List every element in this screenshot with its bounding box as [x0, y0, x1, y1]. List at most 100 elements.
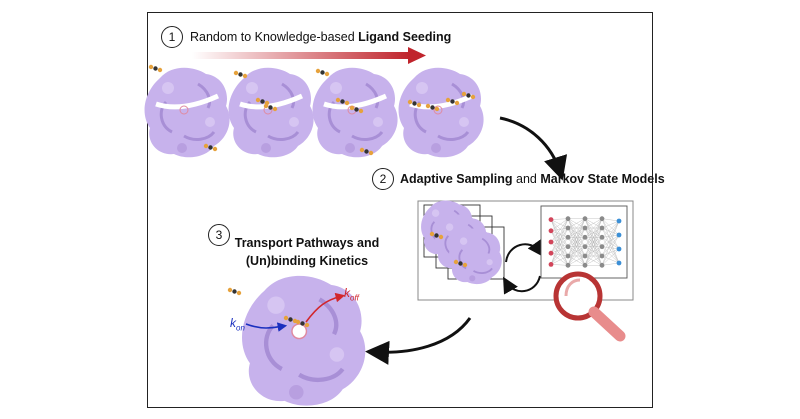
nn-connection [601, 246, 620, 250]
nn-connection [584, 227, 603, 266]
nn-connection [601, 262, 620, 266]
nn-connection [550, 227, 569, 254]
nn-connection [601, 218, 620, 236]
nn-connection [584, 218, 603, 247]
nn-connection [601, 234, 620, 257]
nn-node [599, 262, 605, 268]
nn-connection [550, 237, 569, 254]
nn-node [548, 262, 554, 267]
seeding-gradient-arrow [192, 47, 426, 64]
nn-node [616, 260, 622, 266]
nn-connection [601, 220, 620, 238]
nn-connection [567, 218, 586, 238]
nn-connection [550, 218, 569, 254]
nn-connection [567, 227, 586, 266]
nn-connection [550, 241, 569, 247]
step-1-label-plain: Random to Knowledge-based [190, 30, 359, 44]
nn-node [582, 262, 588, 268]
flow-arrow-1-to-2 [499, 116, 568, 181]
nn-node [565, 234, 571, 240]
nn-node [599, 225, 605, 231]
nn-connection [601, 220, 620, 247]
nn-connection [550, 241, 569, 266]
nn-connection [601, 255, 620, 264]
nn-connection [550, 246, 569, 254]
step-3-number: 3 [215, 228, 223, 242]
step-2-label-plain: and [512, 172, 541, 186]
nn-connection [567, 246, 586, 266]
nn-connection [601, 218, 620, 222]
step-2-label-bold-1: Adaptive Sampling [400, 172, 513, 186]
nn-connection [567, 255, 586, 266]
nn-connection [584, 218, 603, 266]
nn-connection [567, 218, 586, 247]
nn-connection [601, 246, 620, 264]
nn-node [582, 234, 588, 240]
nn-connection [550, 253, 569, 257]
nn-connection [550, 255, 569, 265]
flow-arrow-2-to-3 [365, 317, 472, 365]
nn-connection [550, 218, 569, 231]
nn-connection [550, 218, 569, 243]
nn-connection [567, 218, 586, 229]
nn-connection [601, 234, 620, 238]
kon-label: kon [230, 316, 245, 333]
nn-node [616, 218, 622, 224]
nn-connection [550, 227, 569, 243]
step-1-label: Random to Knowledge-based Ligand Seeding [190, 30, 451, 44]
step-2-label: Adaptive Sampling and Markov State Model… [400, 172, 665, 186]
nn-node [616, 246, 622, 252]
nn-node [582, 216, 588, 222]
nn-node [548, 217, 554, 223]
nn-connection [550, 230, 569, 266]
ligand-molecule [227, 287, 242, 296]
nn-connection [584, 218, 603, 238]
magnifier-icon [553, 271, 626, 342]
step-3-badge: 3 [208, 224, 230, 246]
nn-connection [601, 220, 620, 266]
nn-connection [550, 253, 569, 266]
protein-seeding-2 [227, 66, 316, 159]
nn-connection [584, 218, 603, 229]
nn-connection [550, 218, 569, 265]
neural-network-graphic [548, 216, 622, 268]
step-1-badge: 1 [161, 26, 183, 48]
nn-node [548, 250, 554, 256]
nn-connection [601, 220, 620, 229]
nn-connection [601, 234, 620, 266]
nn-connection [601, 227, 620, 236]
ligand-molecule [315, 68, 330, 77]
nn-node [548, 239, 554, 245]
koff-label: koff [344, 286, 359, 303]
sampling-msm-panel [417, 199, 634, 342]
nn-connection [550, 230, 569, 238]
nn-connection [567, 218, 586, 257]
nn-connection [584, 237, 603, 266]
nn-connection [550, 218, 569, 220]
nn-node [565, 216, 571, 222]
step-3-line-1: Transport Pathways and [234, 236, 380, 250]
protein-kinetics [242, 276, 365, 406]
protein-seeding-3 [311, 66, 400, 159]
nn-connection [550, 264, 569, 266]
nn-node [565, 262, 571, 268]
nn-node [599, 234, 605, 240]
nn-connection [567, 218, 586, 266]
nn-node [599, 216, 605, 222]
nn-connection [584, 218, 603, 257]
nn-connection [550, 219, 569, 257]
step-3-label: Transport Pathways and (Un)binding Kinet… [232, 236, 382, 268]
nn-node [599, 253, 605, 259]
nn-node [599, 244, 605, 250]
nn-connection [550, 230, 569, 247]
step-2-label-bold-2: Markov State Models [540, 172, 665, 186]
protein-seeding-4 [397, 66, 486, 159]
nn-connection [550, 237, 569, 265]
nn-node [548, 228, 554, 234]
nn-node [582, 253, 588, 259]
nn-connection [550, 237, 569, 243]
nn-connection [567, 237, 586, 266]
ligand-molecule [233, 70, 248, 79]
nn-connection [584, 246, 603, 266]
